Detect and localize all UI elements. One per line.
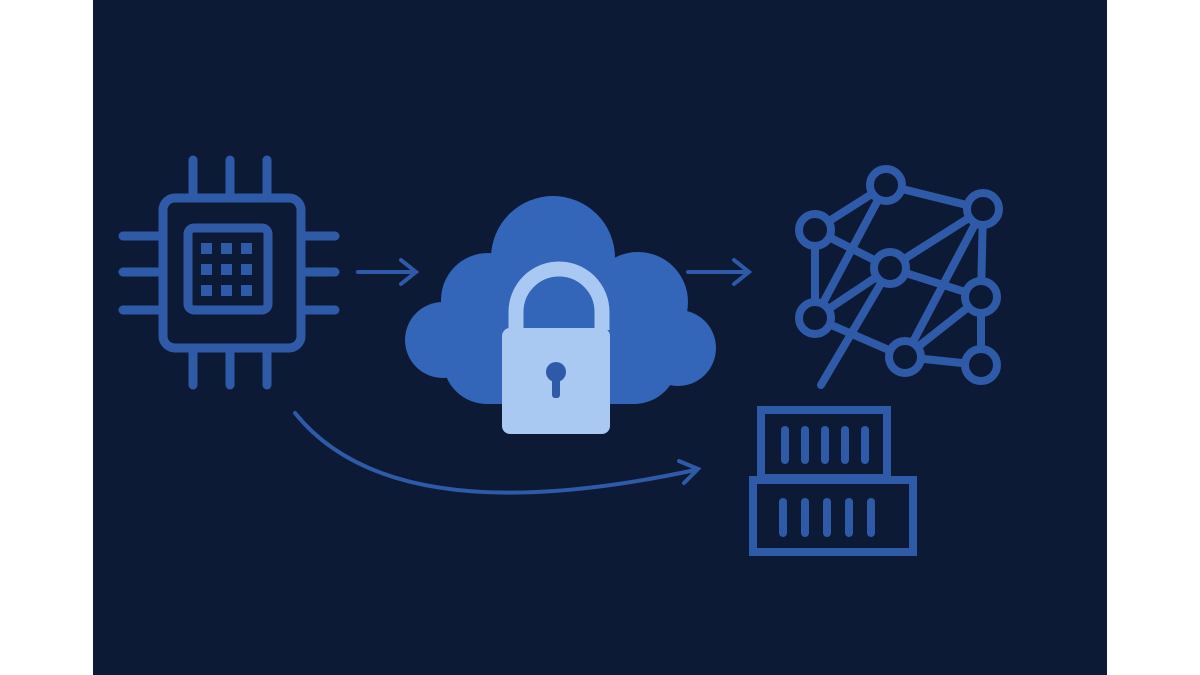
cpu-chip-icon [118,155,340,390]
padlock-icon [502,261,610,434]
cloud-lock-icon [405,196,716,434]
network-nodes [795,165,1003,385]
curved-arrow-cpu-to-storage [293,411,702,495]
diagram-panel [93,0,1107,675]
network-graph-icon [795,165,1003,389]
arrow-cloud-to-network [686,258,753,286]
cpu-die-grid [201,243,252,296]
diagram-svg [93,0,1107,675]
arrow-cpu-to-cloud [356,258,420,286]
server-stack-icon [749,406,917,556]
